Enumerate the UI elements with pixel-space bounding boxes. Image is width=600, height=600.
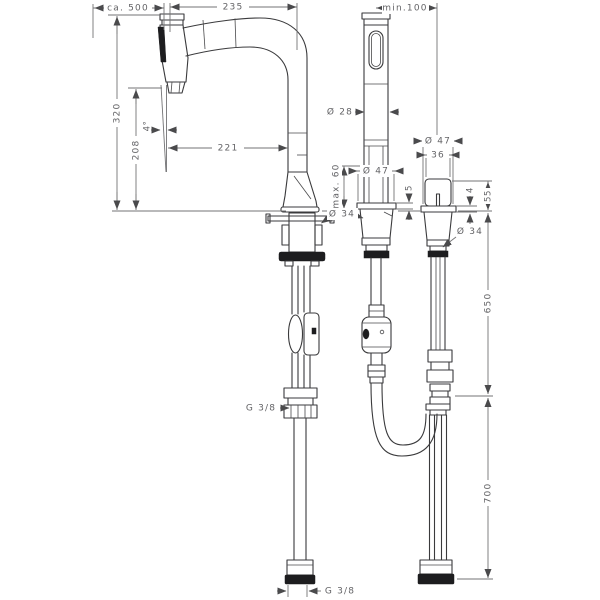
dim-label-spout-shaft: Ø 34 — [329, 209, 355, 220]
dimension-annotations: ca. 500 235 min.100 221 Ø 28 Ø 47 Ø 47 3… — [92, 1, 494, 597]
hose-weight-side — [303, 312, 320, 356]
dim-handle-base: Ø 47 — [422, 135, 454, 147]
handle-mount-body — [423, 211, 453, 241]
dim-label-hole-distance: min.100 — [382, 4, 427, 14]
dim-spout-reach: 235 — [217, 1, 249, 13]
dim-spray-plate: 5 — [405, 185, 415, 191]
dim-spout-shaft: Ø 34 — [327, 208, 358, 220]
dim-label-handle-height: 55 — [484, 190, 494, 202]
dim-label-spray-angle: 4° — [143, 121, 153, 132]
dim-label-handle-plate: 4 — [466, 187, 476, 193]
spout-base-lip — [280, 206, 320, 213]
supply-connector — [283, 387, 318, 399]
spray-head-outlet — [166, 81, 186, 94]
dim-label-handle-width: 36 — [431, 151, 445, 161]
dim-handle-plate: 4 — [466, 187, 476, 193]
hose-loop-side — [287, 314, 304, 354]
dim-label-handle-base: Ø 47 — [425, 136, 451, 147]
dim-outlet-offset: 221 — [212, 142, 244, 154]
pullout-hose-curve-inner — [381, 382, 427, 446]
spout-side-view — [157, 13, 335, 585]
dim-label-pullout-reach: ca. 500 — [107, 4, 149, 14]
pullout-spray-front-view — [356, 12, 438, 457]
sprayer-slot — [368, 30, 384, 70]
dim-hole-distance: min.100 — [382, 2, 429, 14]
spray-escutcheon-plate — [356, 202, 397, 210]
dim-label-spray-escutcheon: Ø 47 — [363, 166, 389, 177]
dim-spray-angle: 4° — [143, 121, 153, 132]
dim-supply-hose: 650 — [482, 290, 494, 316]
pullout-hose-curve — [370, 382, 438, 457]
spray-head-grip-band — [157, 26, 167, 63]
supply-end-fitting — [286, 559, 314, 576]
dim-handle-height: 55 — [482, 188, 494, 204]
dim-label-outlet-offset: 221 — [218, 144, 239, 154]
handle-end-fitting — [419, 559, 453, 575]
dim-pullout-reach: ca. 500 — [104, 2, 152, 14]
dim-pullout-hose: 700 — [482, 480, 494, 506]
dim-spout-height: 320 — [111, 99, 123, 127]
spray-mount-body — [359, 208, 394, 239]
dim-label-spray-diameter: Ø 28 — [327, 107, 353, 118]
spout-arm-inner — [185, 46, 289, 173]
spray-head-collar — [161, 19, 184, 26]
dim-max-counter: max. 60 — [330, 163, 342, 209]
mounting-base-plate — [278, 251, 326, 262]
spout-arm-outer — [182, 17, 308, 173]
spout-base — [282, 171, 318, 208]
dim-spray-escutcheon: Ø 47 — [360, 165, 392, 177]
dim-label-thread-bottom: G 3/8 — [325, 587, 355, 597]
mounting-wings — [267, 215, 333, 222]
handle-body — [424, 178, 452, 207]
dim-label-max-counter: max. 60 — [332, 163, 342, 208]
handle-escutcheon-plate — [420, 205, 457, 213]
dim-label-supply-hose: 650 — [484, 293, 494, 314]
dim-label-pullout-hose: 700 — [484, 483, 494, 504]
dim-handle-width: 36 — [427, 149, 449, 161]
handle-pin — [435, 193, 441, 207]
dim-label-spray-plate: 5 — [405, 185, 415, 191]
dim-label-spout-reach: 235 — [223, 3, 244, 13]
dim-label-outlet-height: 208 — [132, 140, 142, 161]
handle-front-view — [417, 178, 457, 585]
dim-outlet-height: 208 — [130, 136, 142, 164]
dim-label-thread-side: G 3/8 — [246, 404, 276, 414]
dim-label-handle-shaft: Ø 34 — [457, 226, 483, 237]
mounting-body — [288, 212, 316, 253]
dim-label-spout-height: 320 — [113, 103, 123, 124]
